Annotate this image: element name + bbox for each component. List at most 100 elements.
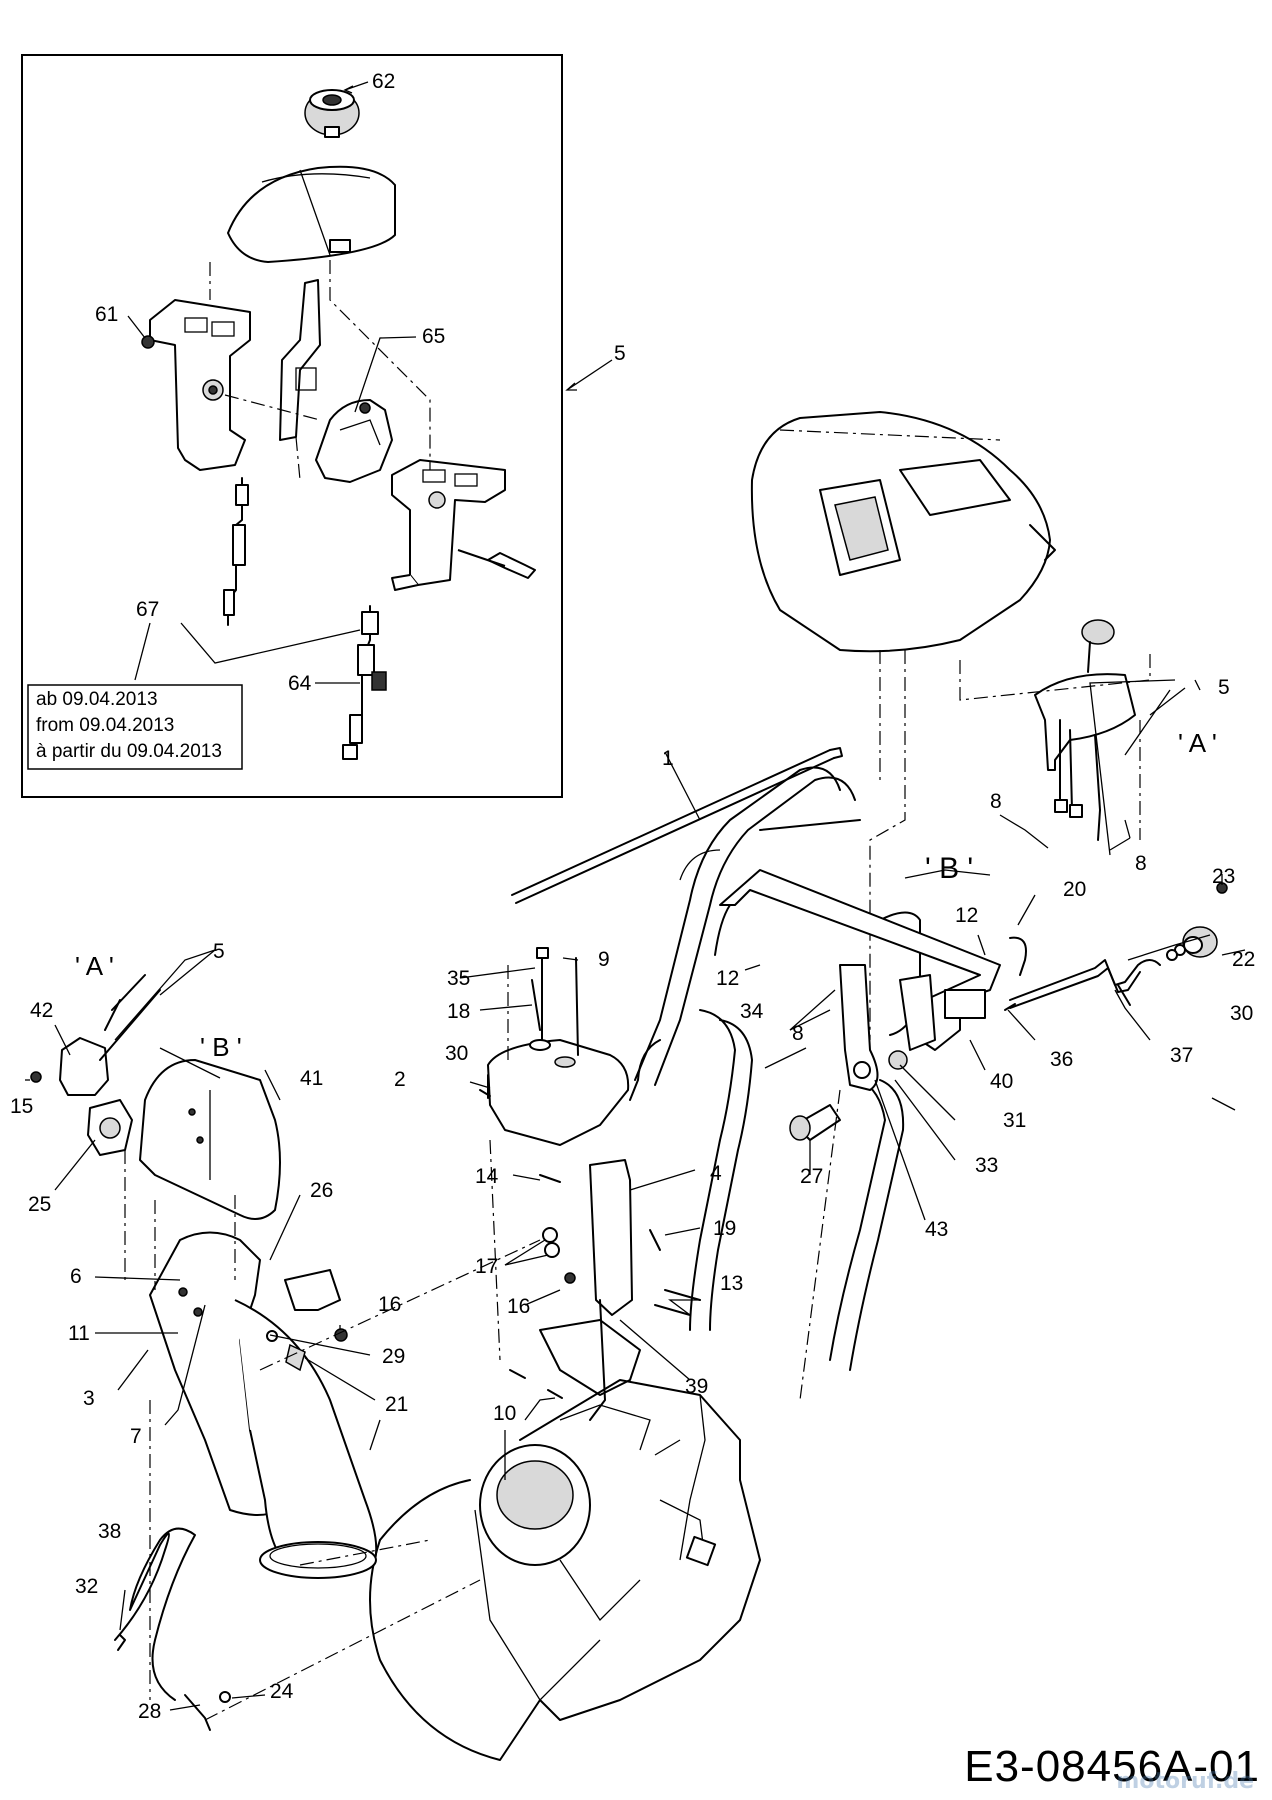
auger-housing [369,1379,761,1761]
washer-30-right [1166,949,1178,961]
view-ref-b-right: ' B ' [925,852,973,885]
bushing-27 [789,1104,841,1141]
callout-12-a: 12 [716,967,739,990]
callout-5-right: 5 [1218,676,1230,699]
callout-43: 43 [925,1218,948,1241]
callout-26: 26 [310,1179,333,1202]
screw-10-b [547,1389,563,1399]
dash-panel [750,411,1056,653]
callout-35: 35 [447,967,470,990]
bracket-61 [141,299,251,471]
inset-note-line-3: à partir du 09.04.2013 [36,741,222,762]
chute-tower [539,1159,641,1421]
callout-12-b: 12 [955,904,978,927]
bolt-13-b [664,1289,701,1301]
callout-31: 31 [1003,1109,1026,1132]
rod-1 [511,747,843,904]
callout-8-a: 8 [990,790,1002,813]
callout-21: 21 [385,1393,408,1416]
nut-16-center [564,1272,576,1284]
clip-20 [1009,936,1027,976]
inset-note-line-2: from 09.04.2013 [36,715,174,736]
callout-9: 9 [598,948,610,971]
bolt-9 [575,957,579,1056]
view-ref-a-left: ' A ' [75,951,114,981]
screw-10-a [509,1369,526,1379]
slide-plate [279,279,321,441]
crank-37 [1004,959,1161,1011]
knob-62 [304,89,360,138]
callout-33: 33 [975,1154,998,1177]
deflector-41 [139,1059,281,1220]
callout-39: 39 [685,1375,708,1398]
view-ref-a-right: ' A ' [1178,728,1217,758]
callout-67: 67 [136,598,159,621]
callout-37: 37 [1170,1044,1193,1067]
callout-1: 1 [662,747,674,770]
pin-18 [531,979,541,1031]
inset-note-line-1: ab 09.04.2013 [36,689,158,710]
callout-14: 14 [475,1165,499,1188]
washer-17-a [542,1227,558,1243]
callout-23: 23 [1212,865,1235,888]
callout-61: 61 [95,303,118,326]
handle-frame [629,766,921,1371]
callout-15: 15 [10,1095,33,1118]
knob-22 [1174,926,1218,958]
callout-4: 4 [710,1162,722,1185]
nut-24 [219,1691,231,1703]
callout-5-left: 5 [213,940,225,963]
callout-29: 29 [382,1345,405,1368]
callout-25: 25 [28,1193,51,1216]
cable-left [223,477,249,626]
spring-28 [184,1694,211,1731]
callout-8-c: 8 [792,1022,804,1045]
bracket-43 [839,964,936,1091]
callout-6: 6 [70,1265,82,1288]
callout-42: 42 [30,999,53,1022]
cover-2 [479,1039,630,1146]
shifter-assembly-right [1034,619,1136,841]
bolt-13-a [654,1304,691,1316]
callout-7: 7 [130,1425,142,1448]
callout-13: 13 [720,1272,743,1295]
callout-24: 24 [270,1680,294,1703]
callout-5-inset: 5 [614,342,626,365]
callout-20: 20 [1063,878,1086,901]
callout-40: 40 [990,1070,1013,1093]
callout-16-b: 16 [507,1295,530,1318]
callout-16-a: 16 [378,1293,401,1316]
cable-right-64 [342,605,387,760]
view-ref-b-left: ' B ' [200,1032,242,1062]
callout-27: 27 [800,1165,823,1188]
callout-36: 36 [1050,1048,1073,1071]
callout-38: 38 [98,1520,121,1543]
inset-panel: ab 09.04.2013 from 09.04.2013 à partir d… [21,54,613,798]
gear-25 [87,1099,133,1156]
discharge-chute-3 [149,1231,378,1579]
bracket-26 [284,1269,341,1311]
callout-3: 3 [83,1387,95,1410]
lever-65 [315,399,393,483]
callout-2: 2 [394,1068,406,1091]
callout-11: 11 [68,1322,90,1345]
bolt-14 [539,1174,561,1183]
washer-30 [529,1039,551,1051]
watermark-logo: motoruf.de [1116,1769,1254,1794]
callout-34: 34 [740,1000,764,1023]
callout-22: 22 [1232,948,1255,971]
callout-8-b: 8 [1135,852,1147,875]
callout-41: 41 [300,1067,323,1090]
callout-10: 10 [493,1402,516,1425]
washer-17-b [544,1242,560,1258]
chute-control-42 [30,974,161,1096]
right-bracket [391,459,536,591]
shift-cover [227,165,396,263]
callout-19: 19 [713,1217,736,1240]
spring-38 [114,1527,196,1701]
callout-30-a: 30 [445,1042,468,1065]
callout-18: 18 [447,1000,470,1023]
leader-lines [25,679,1246,1711]
callout-62: 62 [372,70,395,93]
